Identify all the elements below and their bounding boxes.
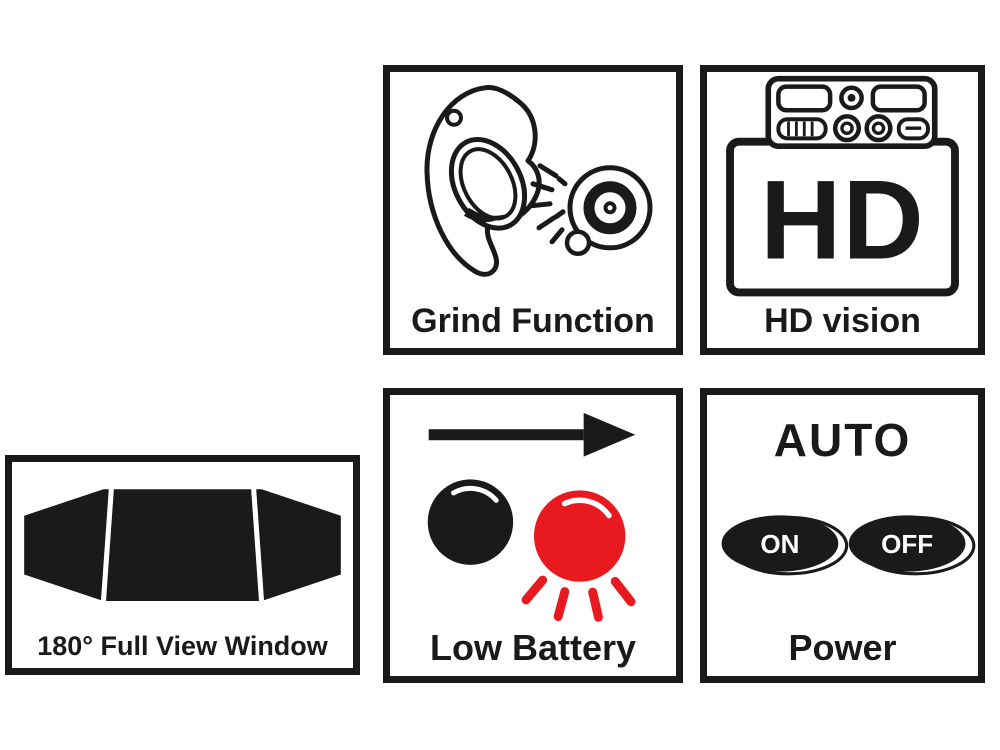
tile-hd-vision: HD HD vision xyxy=(700,65,985,355)
on-button: ON xyxy=(721,515,849,576)
arrow-right-icon xyxy=(428,412,636,457)
low-battery-label: Low Battery xyxy=(429,627,637,669)
power-buttons-icon: ON OFF xyxy=(721,515,976,576)
grind-function-icon xyxy=(424,84,653,277)
grinder-disc-icon xyxy=(564,165,653,257)
on-button-label: ON xyxy=(760,529,799,559)
full-view-window-label: 180° Full View Window xyxy=(37,631,328,662)
tile-power: AUTO ON OFF Power xyxy=(700,388,985,683)
hd-lens-text: HD xyxy=(760,157,925,283)
tile-low-battery: Low Battery xyxy=(383,388,683,683)
tile-full-view-window: 180° Full View Window xyxy=(5,455,360,675)
sparks-icon xyxy=(528,163,568,245)
grind-function-label: Grind Function xyxy=(411,301,655,340)
low-led-bulb xyxy=(533,490,626,582)
full-view-window-icon xyxy=(24,487,341,604)
off-button-label: OFF xyxy=(881,529,933,559)
tile-grind-function: Grind Function xyxy=(383,65,683,355)
hd-vision-label: HD vision xyxy=(764,301,921,340)
auto-mode-text: AUTO xyxy=(773,414,912,466)
low-led-icon xyxy=(533,490,626,582)
wide-window-shape xyxy=(24,487,341,604)
led-glow-rays-icon xyxy=(521,575,636,622)
off-button: OFF xyxy=(848,515,976,576)
adf-cartridge-icon xyxy=(726,75,959,297)
hd-vision-icon: HD xyxy=(726,75,959,297)
power-label: Power xyxy=(788,627,897,669)
welding-helmet-icon xyxy=(424,84,542,277)
low-battery-icon xyxy=(427,412,636,622)
charged-led-icon xyxy=(427,479,514,565)
